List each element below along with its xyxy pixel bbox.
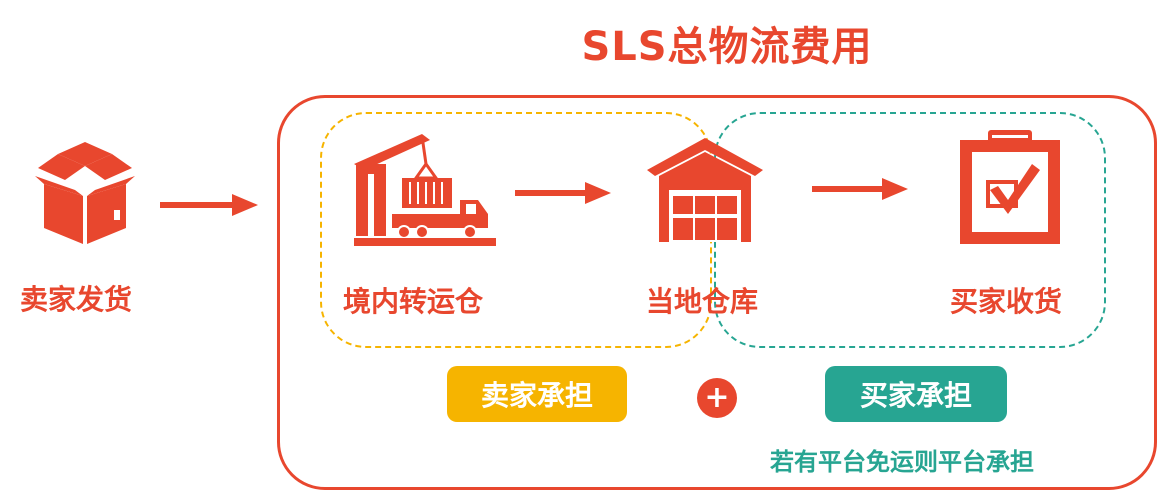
seller-ship-label: 卖家发货 [20,283,133,316]
step-label-local-warehouse: 当地仓库 [646,285,759,318]
arrow-right-icon [515,182,611,204]
crane-truck-icon [354,134,496,246]
seller-pays-badge: 卖家承担 [447,366,627,422]
buyer-pays-badge: 买家承担 [825,366,1007,422]
sls-cost-frame [277,95,1157,490]
box-icon [35,142,135,244]
arrow-right-icon [160,194,258,216]
clipboard-check-icon [960,130,1060,244]
step-label-buyer-receive: 买家收货 [950,285,1063,318]
step-label-transit-warehouse: 境内转运仓 [343,285,484,318]
platform-free-shipping-note: 若有平台免运则平台承担 [770,448,1034,476]
plus-icon: + [697,378,737,418]
warehouse-icon [647,138,763,242]
arrow-right-icon [812,178,908,200]
diagram-title: SLS总物流费用 [581,24,873,70]
